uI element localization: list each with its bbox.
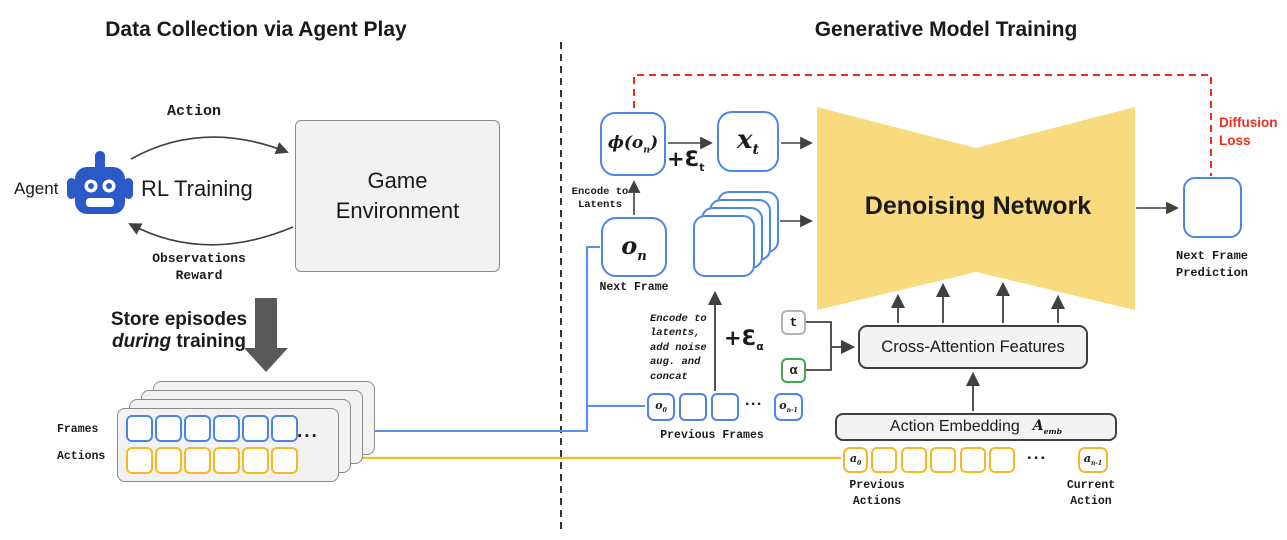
current-action-label: Current Action — [1066, 479, 1116, 509]
noise-eps-alpha-label: +Ɛα — [724, 326, 764, 354]
action-slot — [871, 447, 897, 473]
frame-slot — [126, 415, 153, 442]
action-slot — [930, 447, 956, 473]
encode-to-latents-label: Encode to Latents — [571, 186, 629, 212]
actions-row — [126, 447, 298, 474]
game-environment-label: Game Environment — [335, 168, 460, 223]
prev-frame-slot — [711, 393, 739, 421]
frame-slot — [271, 415, 298, 442]
latent-frame-front — [693, 215, 755, 277]
prev-frames-empty-row — [679, 393, 739, 421]
next-frame-prediction-label: Next Frame Prediction — [1175, 249, 1249, 280]
actions-empty-row — [871, 447, 1015, 473]
encode-concat-note: Encode to latents, add noise aug. and co… — [650, 313, 707, 383]
timestep-box: t — [781, 310, 806, 335]
action-slot — [155, 447, 182, 474]
robot-icon — [67, 151, 133, 214]
action-slot — [126, 447, 153, 474]
t-connector-line — [806, 321, 832, 347]
action-an1-box: an-1 — [1078, 447, 1108, 473]
xt-box: xt — [717, 111, 779, 172]
action-slot — [900, 447, 927, 473]
action-slot — [184, 447, 211, 474]
game-environment-box: Game Environment — [295, 120, 500, 272]
observations-reward-label: Observations Reward — [152, 251, 246, 283]
cross-attention-box: Cross-Attention Features — [858, 325, 1088, 369]
noise-eps-t-label: +Ɛt — [667, 147, 705, 175]
denoising-network-label: Denoising Network — [864, 192, 1092, 220]
diffusion-loss-label: Diffusion Loss — [1219, 115, 1278, 148]
episode-ellipsis: ... — [297, 421, 319, 442]
action-label: Action — [167, 103, 222, 120]
prev-frame-o0-box: o0 — [647, 393, 675, 421]
frame-slot — [184, 415, 211, 442]
previous-actions-label: Previous Actions — [849, 479, 905, 509]
frame-slot — [242, 415, 269, 442]
episode-card-front — [117, 408, 339, 482]
action-slot — [959, 447, 986, 473]
alpha-connector-line — [806, 347, 832, 371]
alpha-box: α — [781, 358, 806, 383]
left-section-title: Data Collection via Agent Play — [105, 18, 407, 41]
previous-frames-label: Previous Frames — [660, 429, 764, 442]
observation-arrow — [128, 223, 294, 246]
right-section-title: Generative Model Training — [814, 18, 1078, 41]
next-frame-prediction-box — [1183, 177, 1242, 238]
prev-frame-on1-box: on-1 — [774, 393, 803, 421]
action-arrow — [130, 136, 289, 160]
frames-label: Frames — [57, 423, 99, 436]
next-frame-label: Next Frame — [599, 281, 669, 294]
action-slot — [213, 447, 240, 474]
frame-slot — [155, 415, 182, 442]
action-embedding-box: Action Embedding Aemb — [835, 413, 1117, 441]
actions-label: Actions — [57, 450, 106, 463]
prev-frames-ellipsis: ... — [745, 392, 763, 409]
on-box: on — [601, 217, 667, 277]
prev-frame-slot — [679, 393, 707, 421]
action-slot — [989, 447, 1015, 473]
frame-slot — [213, 415, 240, 442]
store-episodes-label: Store episodes during training — [110, 309, 248, 353]
actions-ellipsis: ... — [1027, 444, 1048, 463]
action-slot — [271, 447, 298, 474]
frames-row — [126, 415, 298, 442]
action-slot — [242, 447, 269, 474]
phi-on-box: ϕ(on) — [600, 112, 666, 176]
rl-training-label: RL Training — [141, 176, 253, 201]
action-a0-box: a0 — [843, 447, 868, 473]
agent-label: Agent — [14, 179, 59, 198]
